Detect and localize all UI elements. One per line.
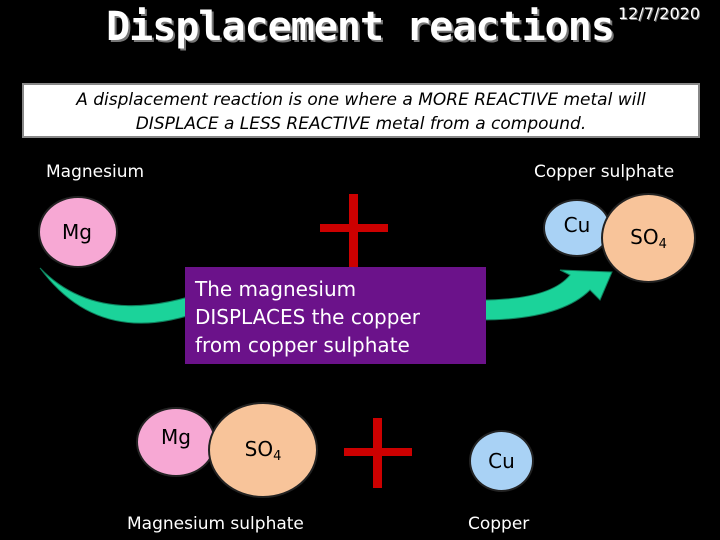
explanation-line-1: The magnesium <box>195 277 357 301</box>
explanation-line-3: from copper sulphate <box>195 333 410 357</box>
product-so4-label: SO4 <box>245 437 282 464</box>
so4-ion: SO4 <box>601 193 696 283</box>
product-so4-subscript: 4 <box>273 448 282 464</box>
slide-date: 12/7/2020 <box>617 4 700 23</box>
product-cu-label: Cu <box>488 449 515 473</box>
slide-title: Displacement reactions <box>106 4 615 50</box>
copper-sulphate-label: Copper sulphate <box>534 162 675 182</box>
definition-box: A displacement reaction is one where a M… <box>22 83 700 138</box>
product-so4-base: SO <box>244 436 274 461</box>
mg-atom: Mg <box>38 196 118 268</box>
product-so4-ion: SO4 <box>208 402 318 498</box>
product-mg-label: Mg <box>161 425 191 449</box>
explanation-box: The magnesium DISPLACES the copper from … <box>185 267 486 364</box>
product-mg-atom: Mg <box>136 407 216 477</box>
definition-line-1: A displacement reaction is one where a M… <box>76 90 646 110</box>
so4-subscript: 4 <box>658 236 667 252</box>
magnesium-sulphate-label: Magnesium sulphate <box>127 514 304 534</box>
explanation-line-2: DISPLACES the copper <box>195 305 420 329</box>
definition-line-2: DISPLACE a LESS REACTIVE metal from a co… <box>135 114 587 134</box>
so4-label: SO4 <box>630 225 667 252</box>
plus-icon <box>320 194 388 268</box>
so4-base: SO <box>630 224 659 249</box>
right-arrow-icon <box>479 269 613 321</box>
magnesium-label: Magnesium <box>46 162 145 182</box>
cu-atom: Cu <box>543 199 611 257</box>
mg-label: Mg <box>62 220 92 244</box>
product-cu-atom: Cu <box>469 430 534 492</box>
cu-label: Cu <box>563 213 591 237</box>
plus-icon-bottom <box>344 418 412 488</box>
copper-label: Copper <box>468 514 530 534</box>
